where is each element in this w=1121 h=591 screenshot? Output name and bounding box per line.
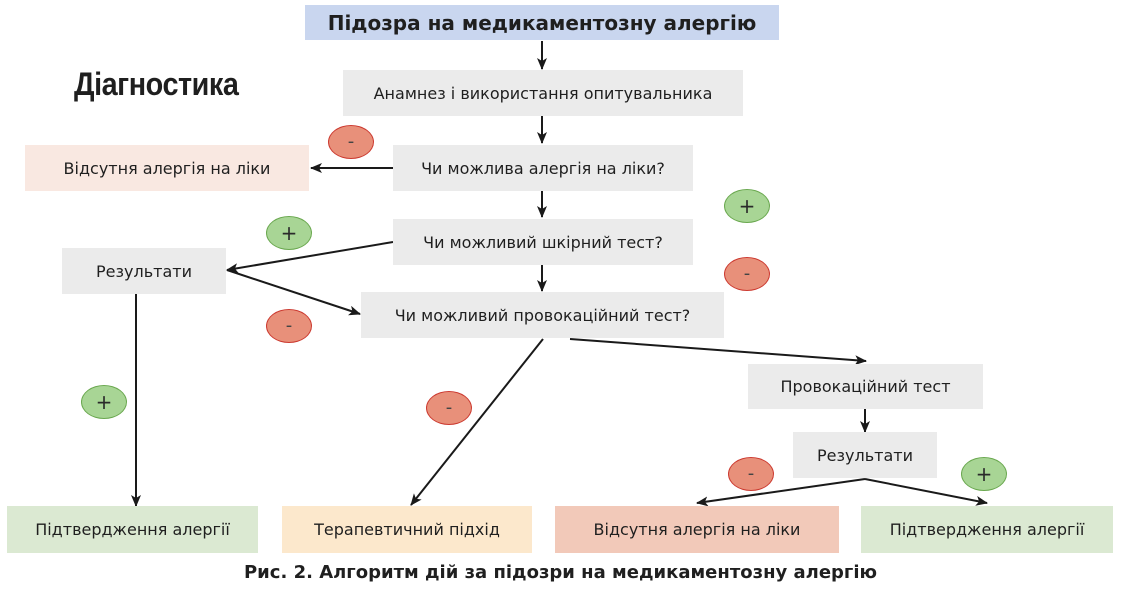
minus-badge: - — [426, 391, 472, 425]
node-question-provocation: Чи можливий провокаційний тест? — [361, 292, 724, 338]
node-provocation-test: Провокаційний тест — [748, 364, 983, 409]
arrow-q3-to-therapeutic — [410, 338, 544, 506]
minus-badge: - — [266, 309, 312, 343]
node-no-allergy-bottom: Відсутня алергія на ліки — [555, 506, 839, 553]
arrow-results-to-q3 — [226, 269, 361, 316]
node-no-allergy-top: Відсутня алергія на ліки — [25, 145, 309, 191]
arrow-results-to-no-allergy — [696, 478, 866, 507]
minus-badge: - — [724, 257, 770, 291]
plus-badge: + — [81, 385, 127, 419]
figure-caption: Рис. 2. Алгоритм дій за підозри на медик… — [243, 562, 878, 583]
section-title: Діагностика — [74, 66, 239, 102]
node-confirmed-right: Підтвердження алергії — [861, 506, 1113, 553]
minus-badge: - — [728, 457, 774, 491]
plus-badge: + — [724, 189, 770, 223]
node-results-left: Результати — [62, 248, 226, 294]
plus-badge: + — [961, 457, 1007, 491]
node-anamnesis: Анамнез і використання опитувальника — [343, 70, 743, 116]
arrow-q2-to-results — [226, 241, 394, 274]
node-therapeutic-approach: Терапевтичний підхід — [282, 506, 532, 553]
node-confirmed-left: Підтвердження алергії — [7, 506, 258, 553]
plus-badge: + — [266, 216, 312, 250]
node-question-skin-test: Чи можливий шкірний тест? — [393, 219, 693, 265]
node-question-allergy-possible: Чи можлива алергія на ліки? — [393, 145, 693, 191]
arrow-results-to-confirmed-right — [864, 478, 988, 506]
minus-badge: - — [328, 125, 374, 159]
node-results-right: Результати — [793, 432, 937, 478]
arrow-q3-to-provocation — [569, 338, 867, 366]
title-box: Підозра на медикаментозну алергію — [305, 5, 779, 40]
